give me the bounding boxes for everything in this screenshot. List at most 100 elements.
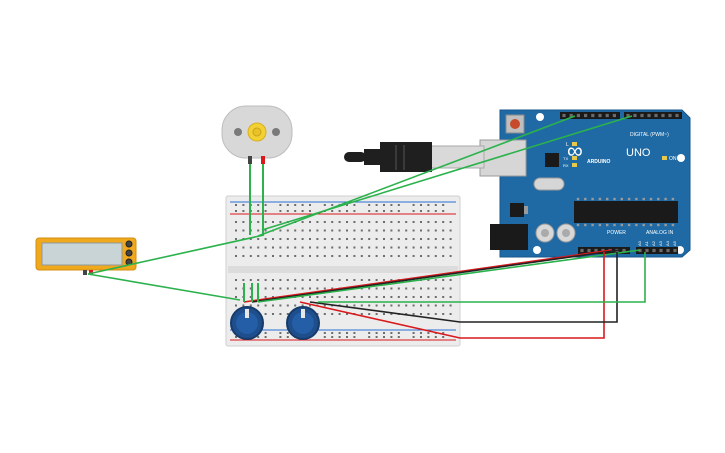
breadboard-hole[interactable]	[368, 304, 371, 307]
breadboard-hole[interactable]	[235, 336, 237, 338]
breadboard-hole[interactable]	[375, 204, 378, 206]
breadboard-hole[interactable]	[383, 279, 385, 281]
breadboard-hole[interactable]	[383, 246, 385, 249]
wire-pot2-black[interactable]	[309, 252, 618, 323]
breadboard-hole[interactable]	[346, 296, 348, 298]
chip-pin[interactable]	[613, 197, 616, 201]
breadboard-hole[interactable]	[420, 287, 422, 290]
breadboard-hole[interactable]	[405, 229, 408, 232]
breadboard-hole[interactable]	[249, 246, 252, 249]
chip-pin[interactable]	[657, 223, 660, 227]
breadboard-hole[interactable]	[235, 229, 237, 232]
breadboard-hole[interactable]	[316, 221, 319, 223]
breadboard-hole[interactable]	[434, 279, 437, 281]
chip-pin[interactable]	[671, 223, 675, 227]
chip-pin[interactable]	[627, 197, 631, 201]
breadboard-hole[interactable]	[338, 336, 341, 338]
header-pin[interactable]	[576, 113, 580, 118]
breadboard-hole[interactable]	[390, 238, 393, 240]
breadboard-hole[interactable]	[383, 296, 385, 298]
breadboard-hole[interactable]	[301, 255, 304, 257]
breadboard-hole[interactable]	[331, 255, 334, 257]
breadboard-hole[interactable]	[346, 246, 348, 249]
breadboard-hole[interactable]	[434, 296, 437, 298]
breadboard-hole[interactable]	[301, 204, 304, 206]
breadboard-hole[interactable]	[383, 238, 385, 240]
header-pin[interactable]	[562, 113, 566, 118]
breadboard-hole[interactable]	[368, 238, 371, 240]
breadboard-hole[interactable]	[360, 279, 363, 281]
breadboard-hole[interactable]	[368, 336, 371, 338]
breadboard-hole[interactable]	[249, 238, 252, 240]
breadboard-hole[interactable]	[286, 287, 289, 290]
breadboard-hole[interactable]	[434, 246, 437, 249]
breadboard-hole[interactable]	[383, 313, 385, 315]
breadboard-hole[interactable]	[368, 229, 371, 232]
breadboard-hole[interactable]	[257, 238, 260, 240]
breadboard-hole[interactable]	[442, 287, 445, 290]
breadboard-hole[interactable]	[383, 287, 385, 290]
header-pin[interactable]	[652, 248, 656, 253]
breadboard-hole[interactable]	[353, 332, 356, 334]
breadboard-hole[interactable]	[353, 246, 356, 249]
breadboard-hole[interactable]	[375, 336, 378, 338]
breadboard-hole[interactable]	[375, 279, 378, 281]
breadboard-hole[interactable]	[331, 336, 334, 338]
breadboard-hole[interactable]	[434, 287, 437, 290]
breadboard-hole[interactable]	[449, 287, 452, 290]
breadboard-hole[interactable]	[286, 336, 289, 338]
breadboard-hole[interactable]	[353, 229, 356, 232]
breadboard-hole[interactable]	[279, 229, 282, 232]
breadboard-hole[interactable]	[442, 229, 445, 232]
breadboard-hole[interactable]	[383, 221, 385, 223]
breadboard-hole[interactable]	[286, 304, 289, 307]
breadboard-hole[interactable]	[331, 204, 334, 206]
breadboard-hole[interactable]	[309, 246, 311, 249]
breadboard-hole[interactable]	[427, 255, 430, 257]
breadboard-hole[interactable]	[323, 304, 326, 307]
breadboard-hole[interactable]	[375, 296, 378, 298]
breadboard-hole[interactable]	[331, 221, 334, 223]
breadboard-hole[interactable]	[331, 210, 334, 212]
breadboard-hole[interactable]	[338, 332, 341, 334]
breadboard-hole[interactable]	[346, 313, 348, 315]
chip-pin[interactable]	[635, 197, 638, 201]
breadboard-hole[interactable]	[331, 313, 334, 315]
chip-pin[interactable]	[598, 223, 602, 227]
breadboard-hole[interactable]	[272, 238, 274, 240]
breadboard-hole[interactable]	[397, 296, 400, 298]
breadboard-hole[interactable]	[346, 210, 348, 212]
breadboard-hole[interactable]	[383, 332, 385, 334]
breadboard-hole[interactable]	[249, 279, 252, 281]
breadboard-hole[interactable]	[301, 229, 304, 232]
breadboard-hole[interactable]	[235, 304, 237, 307]
breadboard-hole[interactable]	[309, 238, 311, 240]
header-pin[interactable]	[666, 248, 670, 253]
breadboard-hole[interactable]	[383, 336, 385, 338]
breadboard-hole[interactable]	[338, 255, 341, 257]
breadboard-hole[interactable]	[323, 229, 326, 232]
breadboard-hole[interactable]	[405, 246, 408, 249]
breadboard-hole[interactable]	[427, 332, 430, 334]
breadboard-hole[interactable]	[390, 246, 393, 249]
breadboard-hole[interactable]	[309, 210, 311, 212]
breadboard-hole[interactable]	[390, 229, 393, 232]
breadboard-hole[interactable]	[427, 287, 430, 290]
breadboard-hole[interactable]	[249, 287, 252, 290]
breadboard-hole[interactable]	[427, 279, 430, 281]
breadboard-hole[interactable]	[405, 296, 408, 298]
breadboard-hole[interactable]	[442, 279, 445, 281]
breadboard-hole[interactable]	[331, 332, 334, 334]
breadboard-hole[interactable]	[397, 246, 400, 249]
breadboard-hole[interactable]	[346, 336, 348, 338]
breadboard-hole[interactable]	[353, 204, 356, 206]
breadboard-hole[interactable]	[279, 204, 282, 206]
breadboard-hole[interactable]	[427, 221, 430, 223]
chip-pin[interactable]	[642, 223, 645, 227]
chip-pin[interactable]	[606, 223, 609, 227]
breadboard-hole[interactable]	[353, 238, 356, 240]
breadboard-hole[interactable]	[264, 296, 267, 298]
header-pin[interactable]	[598, 113, 602, 118]
wire-meter-2[interactable]	[87, 234, 265, 275]
breadboard-hole[interactable]	[301, 296, 304, 298]
